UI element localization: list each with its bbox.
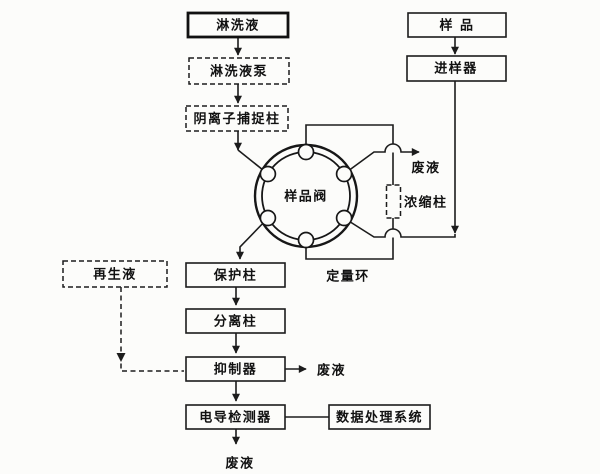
- label-anion-trap-column: 阴离子捕捉柱: [193, 111, 280, 127]
- valve-port-lower-left: [259, 209, 277, 227]
- label-sample-valve: 样品阀: [284, 189, 328, 205]
- label-separation-column: 分离柱: [214, 314, 258, 330]
- label-injector: 进样器: [434, 61, 478, 77]
- label-waste-suppressor: 废液: [317, 363, 346, 379]
- label-concentrator-column: 浓缩柱: [404, 195, 448, 211]
- label-sample-loop: 定量环: [325, 269, 370, 285]
- box-guard-column: [185, 262, 286, 288]
- label-eluent-pump: 淋洗液泵: [210, 64, 268, 80]
- label-eluent: 淋洗液: [216, 18, 260, 34]
- box-eluent-pump: [188, 57, 290, 85]
- line-loop-to-valve-bottom: [305, 237, 394, 260]
- box-anion-trap-column: [185, 105, 289, 132]
- label-regenerant: 再生液: [93, 267, 137, 283]
- valve-port-upper-left: [259, 165, 277, 183]
- label-suppressor: 抑制器: [214, 362, 258, 378]
- box-conductivity-detector: [185, 404, 286, 430]
- label-data-processing-system: 数据处理系统: [336, 410, 423, 426]
- label-conductivity-detector: 电导检测器: [199, 410, 272, 426]
- label-sample: 样 品: [439, 18, 474, 34]
- label-waste-bottom: 废液: [225, 456, 254, 472]
- box-eluent: [186, 11, 290, 39]
- annotations: 废液 浓缩柱 定量环 废液 废液: [225, 160, 448, 472]
- valve-port-bottom: [297, 231, 315, 249]
- box-concentrator-column: [385, 184, 402, 219]
- valve-port-top: [297, 143, 315, 161]
- line-regenerant-to-suppressor: [120, 287, 184, 372]
- box-regenerant: [62, 260, 168, 288]
- box-data-processing-system: [328, 404, 431, 430]
- box-injector: [406, 55, 507, 82]
- label-waste-top: 废液: [411, 160, 440, 176]
- box-suppressor: [185, 356, 286, 382]
- box-sample: [407, 12, 507, 38]
- process-boxes: 淋洗液 淋洗液泵 阴离子捕捉柱 样 品 进样器 保护柱 分离柱 抑制器 电导检测…: [62, 11, 507, 430]
- line-valve-to-waste-top: [343, 143, 420, 175]
- box-separation-column: [185, 308, 286, 334]
- label-guard-column: 保护柱: [213, 268, 258, 284]
- line-valve-to-guard: [236, 217, 269, 260]
- regenerant-arrowhead: [116, 353, 126, 362]
- line-injector-to-valve: [343, 217, 456, 238]
- sample-valve: 样品阀: [253, 143, 359, 249]
- line-valve-top-loop: [305, 124, 394, 152]
- valve-port-lower-right: [335, 209, 353, 227]
- flow-lines: [116, 37, 459, 445]
- valve-port-upper-right: [335, 165, 353, 183]
